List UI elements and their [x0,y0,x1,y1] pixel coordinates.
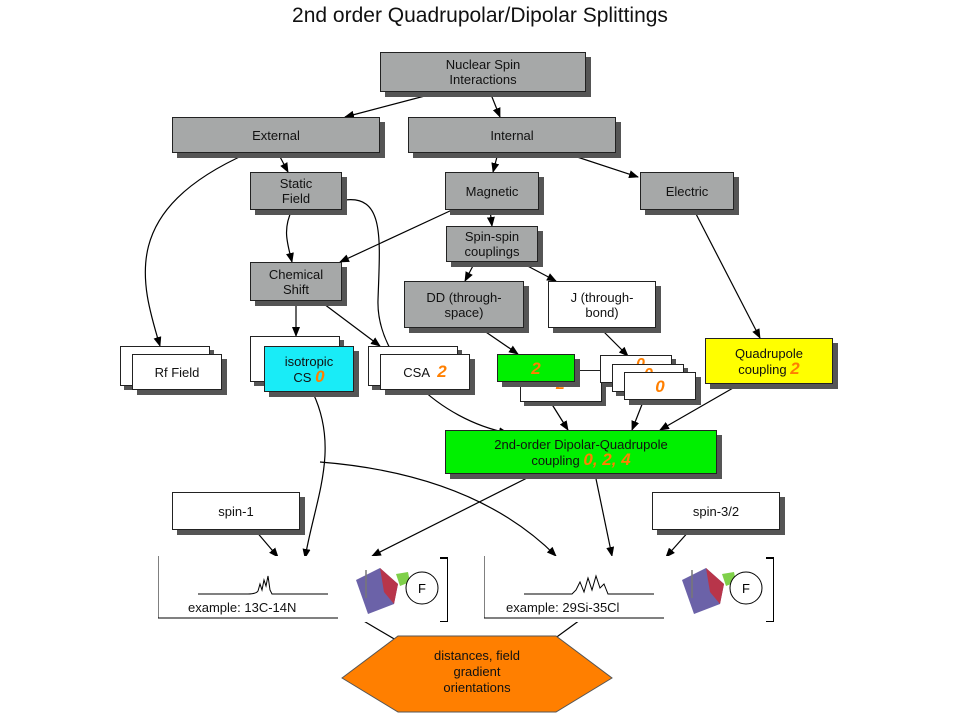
node-magnetic: Magnetic [445,172,539,210]
link-dq-panel1 [371,473,536,557]
link-internal-electric [564,152,639,178]
node-nuclear-spin-interactions: Nuclear Spin Interactions [380,52,586,92]
node-internal: Internal [408,117,616,153]
link-spinspin-dd [464,261,476,282]
link-iso-panel2 [319,461,557,557]
goal-hexagon [341,635,613,713]
link-nuclear-external [344,91,441,119]
csa-rank: 2 [437,362,447,381]
link-internal-magnetic [491,152,500,173]
quadrupole-rank: 2 [790,358,800,378]
link-spin32-panel2 [665,529,691,558]
node-isotropic-cs: isotropic CS 0 [264,346,354,392]
spectrum-panel-2: F example: 29Si-35Cl [483,556,775,623]
node-static-field: Static Field [250,172,342,210]
f-label-2: F [742,581,750,596]
link-dd-green [479,327,519,355]
node-csa: CSA 2 [380,354,470,390]
node-2nd-order-dipolar-quadrupole: 2nd-order Dipolar-Quadrupole coupling 0,… [445,430,717,474]
dq-ranks: 0, 2, 4 [583,449,631,469]
link-spin1-panel1 [254,529,279,558]
example-label-2: example: 29Si-35Cl [506,600,620,615]
link-chemical-csa [319,300,381,347]
link-electric-quad [694,211,761,339]
link-iso-panel1 [302,392,326,559]
link-external-rf [144,152,249,347]
node-quadrupole-coupling: Quadrupole coupling 2 [705,338,833,384]
dd-rank-back: 2 [556,376,565,393]
diagram-title: 2nd order Quadrupolar/Dipolar Splittings [292,4,668,27]
example-label-1: example: 13C-14N [188,600,297,615]
link-spinspin-j [519,261,557,282]
node-j-rank: 0 [624,372,696,400]
rotor-graphic-1 [356,568,439,614]
node-spin-spin-couplings: Spin-spin couplings [446,226,538,262]
link-dq-panel2 [594,473,615,557]
link-j-green [599,327,629,357]
node-dd-rank: 2 [497,354,575,382]
rotor-graphic-2 [682,568,763,614]
spectrum-panel-1: F example: 13C-14N [157,556,449,623]
node-j-through-bond: J (through- bond) [548,281,656,328]
link-external-static [277,152,289,173]
isotropic-rank: 0 [315,366,325,386]
link-static-chemical [285,209,294,263]
node-dd-through-space: DD (through- space) [404,281,524,328]
f-label-1: F [418,581,426,596]
spectrum-trace-1 [198,575,328,595]
node-spin-1: spin-1 [172,492,300,530]
node-external: External [172,117,380,153]
link-magnetic-spinspin [486,209,495,227]
link-nuclear-internal [489,91,501,118]
node-spin-3-2: spin-3/2 [652,492,780,530]
spectrum-trace-2 [524,574,654,595]
link-magnetic-chemical [339,209,453,263]
link-static-dq [344,199,509,436]
goal-label: distances, field gradient orientations [434,648,520,695]
spectrum-panel-1-graphic: F [157,556,449,623]
link-quad-dq [659,383,741,431]
node-electric: Electric [640,172,734,210]
node-chemical-shift: Chemical Shift [250,262,342,301]
node-rf-field: Rf Field [132,354,222,390]
